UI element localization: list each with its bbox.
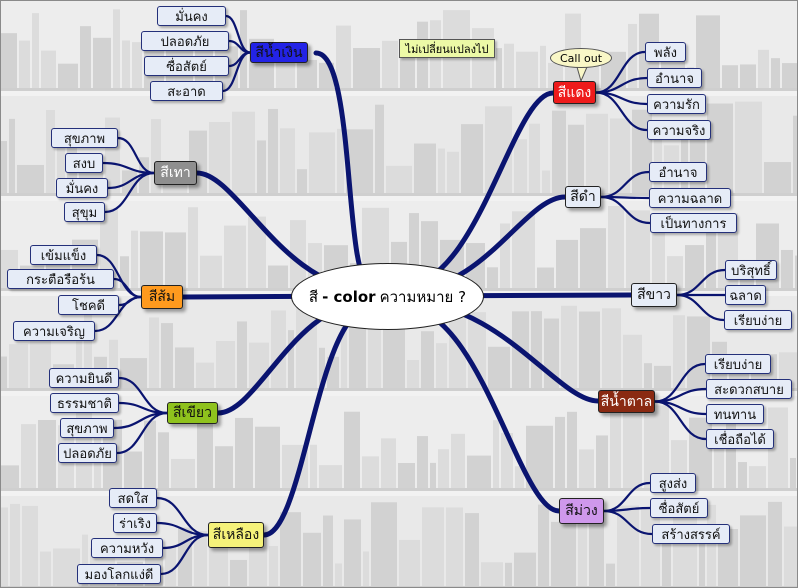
subtopic-yellow[interactable]: ความหวัง <box>91 538 163 558</box>
subtopic-green[interactable]: ความยินดี <box>49 368 119 388</box>
sub-link-blue-0 <box>224 14 252 54</box>
branch-red[interactable]: สีแดง <box>553 81 596 104</box>
central-topic-english: - color <box>322 287 376 306</box>
subtopic-black[interactable]: ความฉลาด <box>649 188 731 208</box>
main-link-red <box>401 90 556 289</box>
subtopic-red[interactable]: อำนาจ <box>647 68 702 88</box>
branch-blue[interactable]: สีน้ำเงิน <box>250 42 308 63</box>
subtopic-purple[interactable]: ซื่อสัตย์ <box>650 498 708 518</box>
sub-link-blue-3 <box>221 51 252 93</box>
sub-link-brown-3 <box>653 400 708 441</box>
sub-link-green-3 <box>115 411 169 455</box>
branch-white[interactable]: สีขาว <box>631 283 677 307</box>
subtopic-green[interactable]: ปลอดภัย <box>58 443 117 463</box>
branch-gray[interactable]: สีเทา <box>154 161 197 185</box>
subtopic-purple[interactable]: สร้างสรรค์ <box>652 524 730 544</box>
subtopic-yellow[interactable]: สดใส <box>109 488 157 508</box>
subtopic-gray[interactable]: มั่นคง <box>56 178 108 198</box>
sub-link-black-2 <box>599 195 652 225</box>
subtopic-brown[interactable]: เรียบง่าย <box>705 354 771 374</box>
subtopic-red[interactable]: ความรัก <box>647 94 706 114</box>
sub-link-purple-2 <box>602 509 654 536</box>
subtopic-brown[interactable]: เชื่อถือได้ <box>706 429 774 449</box>
subtopic-orange[interactable]: เข้มแข็ง <box>30 245 97 265</box>
subtopic-black[interactable]: เป็นทางการ <box>650 213 737 233</box>
sub-link-gray-0 <box>116 136 156 175</box>
central-topic-prefix: สี <box>308 287 319 306</box>
floating-note[interactable]: ไม่เปลี่ยนแปลงไป <box>399 39 495 58</box>
branch-brown[interactable]: สีน้ำตาล <box>598 390 655 413</box>
sub-link-white-0 <box>675 268 727 297</box>
subtopic-red[interactable]: พลัง <box>645 42 686 62</box>
subtopic-white[interactable]: บริสุทธิ์ <box>725 260 777 280</box>
subtopic-blue[interactable]: มั่นคง <box>157 6 226 26</box>
sub-link-purple-0 <box>602 481 652 513</box>
subtopic-white[interactable]: ฉลาด <box>725 285 766 305</box>
callout-bubble[interactable]: Call out <box>550 48 612 68</box>
subtopic-gray[interactable]: สุขภาพ <box>51 128 118 148</box>
branch-yellow[interactable]: สีเหลือง <box>208 522 264 548</box>
subtopic-blue[interactable]: ปลอดภัย <box>141 31 229 51</box>
subtopic-orange[interactable]: โชคดี <box>58 295 119 315</box>
subtopic-green[interactable]: ธรรมชาติ <box>50 393 119 413</box>
subtopic-red[interactable]: ความจริง <box>647 120 711 140</box>
subtopic-orange[interactable]: ความเจริญ <box>13 321 95 341</box>
subtopic-yellow[interactable]: มองโลกแง่ดี <box>77 564 161 584</box>
subtopic-orange[interactable]: กระตือรือร้น <box>7 269 114 289</box>
subtopic-brown[interactable]: สะดวกสบาย <box>706 379 792 399</box>
branch-purple[interactable]: สีม่วง <box>559 498 604 524</box>
subtopic-yellow[interactable]: ร่าเริง <box>113 513 157 533</box>
sub-link-gray-3 <box>103 171 156 214</box>
subtopic-brown[interactable]: ทนทาน <box>706 404 764 424</box>
subtopic-blue[interactable]: ซื่อสัตย์ <box>144 56 229 76</box>
main-link-blue <box>313 50 373 287</box>
subtopic-gray[interactable]: สงบ <box>65 153 103 173</box>
sub-link-red-3 <box>594 91 649 132</box>
callout-tail <box>576 66 588 83</box>
sub-link-green-1 <box>117 401 169 415</box>
subtopic-green[interactable]: สุขภาพ <box>60 418 114 438</box>
sub-link-yellow-3 <box>159 533 210 576</box>
branch-black[interactable]: สีดำ <box>565 186 601 208</box>
sub-link-black-0 <box>599 170 651 199</box>
subtopic-black[interactable]: อำนาจ <box>649 162 707 182</box>
sub-link-white-2 <box>675 293 726 322</box>
sub-link-gray-1 <box>101 161 156 175</box>
branch-orange[interactable]: สีส้ม <box>141 285 183 309</box>
central-topic-suffix: ความหมาย ? <box>379 287 467 306</box>
main-link-yellow <box>261 305 373 538</box>
subtopic-purple[interactable]: สูงส่ง <box>650 473 696 493</box>
main-link-purple <box>401 304 562 514</box>
subtopic-gray[interactable]: สุขุม <box>64 202 105 222</box>
sub-link-orange-1 <box>112 277 143 299</box>
branch-green[interactable]: สีเขียว <box>167 402 218 424</box>
subtopic-white[interactable]: เรียบง่าย <box>724 310 792 330</box>
central-topic[interactable]: สี - color ความหมาย ? <box>291 263 484 330</box>
subtopic-blue[interactable]: สะอาด <box>150 81 223 101</box>
